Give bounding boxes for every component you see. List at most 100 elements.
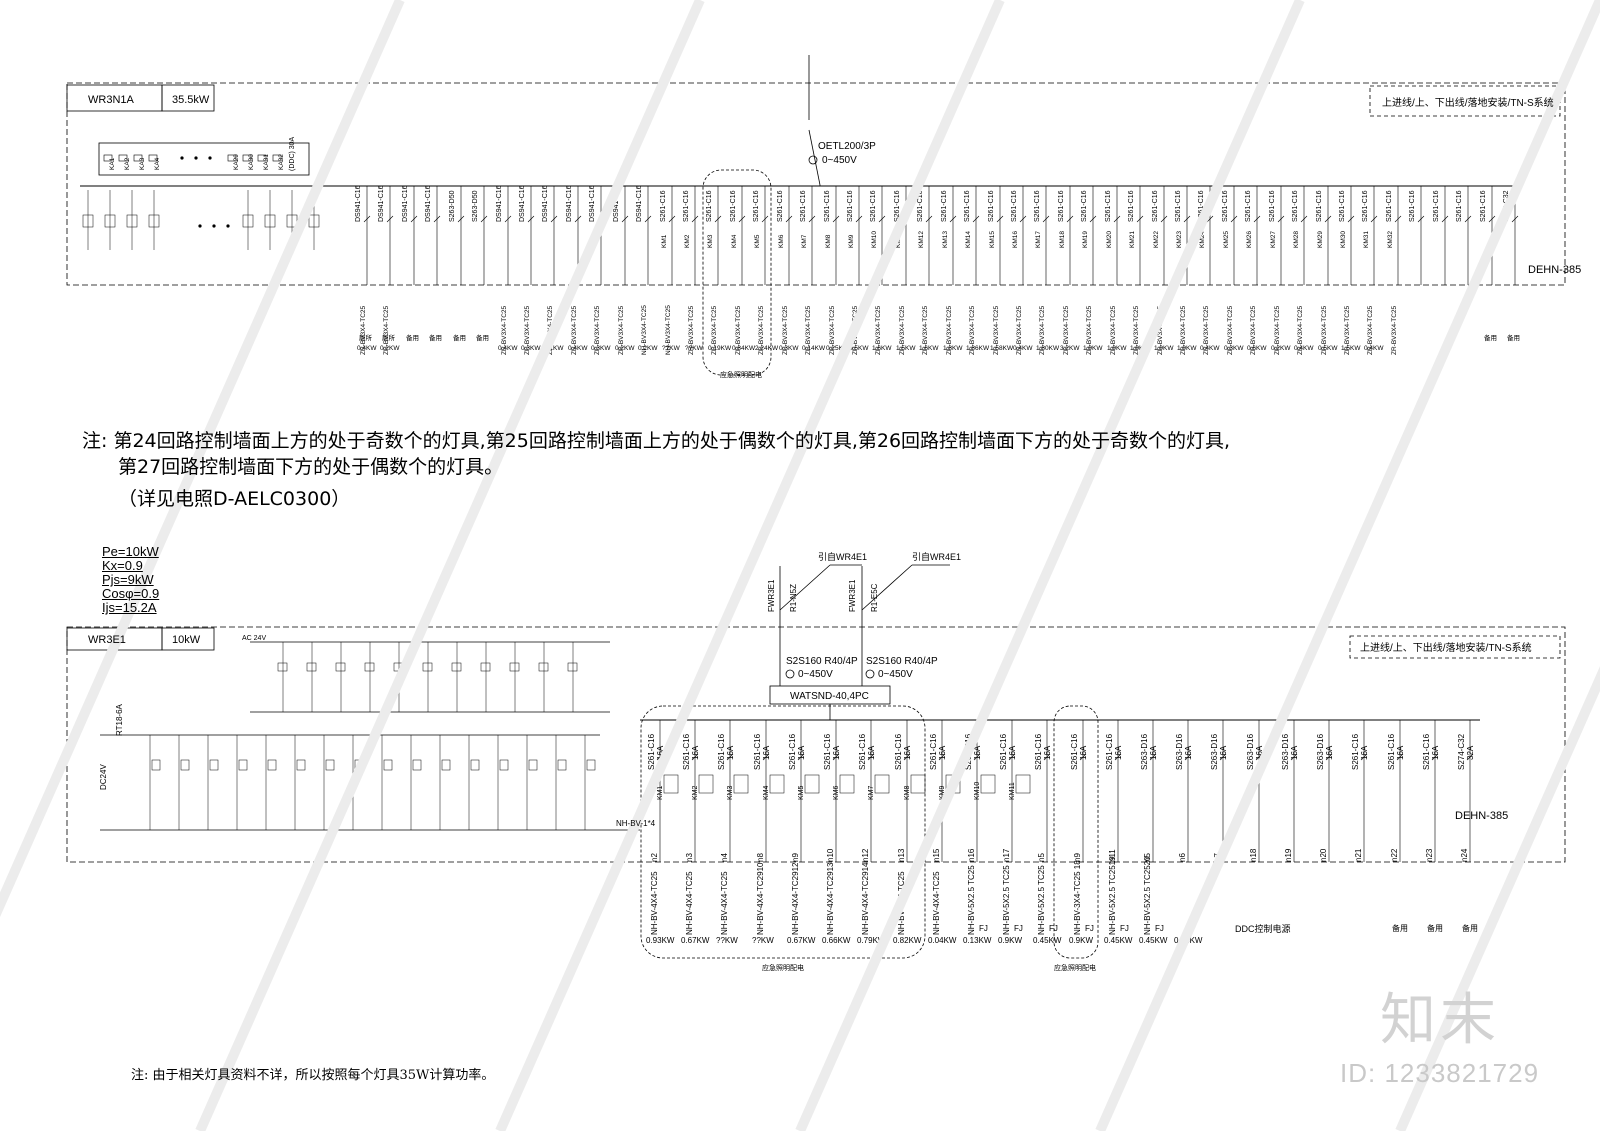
watermark-logo: 知末 xyxy=(1380,988,1500,1053)
panel1-relay-label: KA32 xyxy=(278,154,285,170)
panel2-dc-label: DC24V xyxy=(99,764,108,790)
panel2-cable-label: NH-BV-4X4-TC25 xyxy=(650,871,659,935)
calc-kx: Kx=0.9 xyxy=(102,558,143,573)
panel1-cable-label: ZR-BV3X4-TC25 xyxy=(360,305,367,355)
panel2-source-b: FWR3E1 xyxy=(848,579,857,612)
panel1-km-label: KM30 xyxy=(1340,231,1347,248)
panel1-km-label: KM12 xyxy=(918,231,925,248)
panel2-feed-cable-a: R1-N5Z xyxy=(789,584,798,612)
panel2-control-contact-icon xyxy=(296,759,306,771)
panel1-cable-label: ZR-BV3X4-TC25 xyxy=(1039,305,1046,355)
panel1-breaker-label: S261-C16 xyxy=(1456,190,1463,222)
panel2-cable-label: NH-BV-5X2.5 TC2520 xyxy=(1143,856,1152,935)
panel1-load-label: 0.2KW xyxy=(638,345,658,352)
panel1-breaker-mark xyxy=(738,215,746,223)
panel1-relay-label: KA4 xyxy=(154,157,161,170)
panel1-load-label: 1.9KW xyxy=(1107,345,1127,352)
panel1-breaker-mark xyxy=(972,215,980,223)
panel2-rating-label: 16A xyxy=(1079,745,1088,760)
panel2-circuit-label: n4 xyxy=(720,853,729,862)
panel1-cable-label: ZR-BV3X4-TC25 xyxy=(805,305,812,355)
panel1-cable-label: ZR-BV3X4-TC25 xyxy=(688,305,695,355)
panel2-breaker-mark xyxy=(1008,753,1016,761)
panel1-breaker-label: S261-C16 xyxy=(1034,190,1041,222)
panel2-control-contact-icon xyxy=(151,759,161,771)
panel1-breaker-label: DS941-C16 xyxy=(519,185,526,222)
panel2-source-a: FWR3E1 xyxy=(767,579,776,612)
panel1-km-label: KM26 xyxy=(1246,231,1253,248)
panel1-relay-coil-icon xyxy=(272,154,282,162)
panel1-cable-label: ZR-BV3X4-TC25 xyxy=(711,305,718,355)
panel2-breaker-mark xyxy=(1219,753,1227,761)
panel1-relay-label: KA31 xyxy=(263,154,270,170)
panel2-voltmeter-a-icon xyxy=(785,669,795,679)
panel2-load-name: 备用 xyxy=(1462,923,1478,933)
panel1-breaker-mark xyxy=(668,215,676,223)
panel2-breaker-label: S261-C16 xyxy=(1351,733,1360,770)
panel1-load-label: 0.1KW xyxy=(544,345,564,352)
watermark-stripe xyxy=(495,0,1005,1131)
panel2-breaker-label: S261-C16 xyxy=(823,733,832,770)
panel1-breaker-mark xyxy=(761,215,769,223)
panel1-load-name: 厕所 xyxy=(359,333,373,342)
panel1-breaker-label: S261-C16 xyxy=(1409,190,1416,222)
panel2-circuit-label: n22 xyxy=(1390,848,1399,862)
panel1-relay-label: KA29 xyxy=(233,154,240,170)
panel2-breaker-mark xyxy=(1079,753,1087,761)
panel1-load-label: 1.9KW xyxy=(1130,345,1150,352)
panel1-cable-label: NH-BV3X4-TC25 xyxy=(641,305,648,355)
panel1-breaker-label: S261-C16 xyxy=(1316,190,1323,222)
panel2-fj-label: FJ xyxy=(1155,924,1164,933)
panel2-cable-label: NH-BV-4X4-TC2910 xyxy=(756,862,765,935)
panel2-breaker-mark xyxy=(762,753,770,761)
panel1-breaker-label: S261-C16 xyxy=(1245,190,1252,222)
panel2-wire-label: NH-BV-1*4 xyxy=(616,819,656,828)
panel1-cable-label: ZR-BV3X4-TC25 xyxy=(1180,305,1187,355)
panel1-cable-label: ZR-BV3X4-TC25 xyxy=(1250,305,1257,355)
panel1-km-label: KM1 xyxy=(661,234,668,248)
panel1-load-label: 0.5KW xyxy=(849,345,869,352)
panel1-breaker-label: S261-C16 xyxy=(824,190,831,222)
panel1-breaker-label: DS941-C16 xyxy=(425,185,432,222)
panel1-load-label: 2.24KW xyxy=(755,345,779,352)
panel1-cable-label: ZR-BV3X4-TC25 xyxy=(735,305,742,355)
panel2-km-label: KM8 xyxy=(904,786,911,801)
panel1-ellipsis-dot xyxy=(212,224,216,228)
panel2-control-power: AC 24V xyxy=(242,635,266,642)
panel1-load-label: ??KW xyxy=(662,345,681,352)
panel2-breaker-label: S261-C16 xyxy=(753,733,762,770)
panel2-control-contact-icon xyxy=(557,759,567,771)
panel2-load-label: 0.45KW xyxy=(1104,936,1133,945)
panel1-breaker-mark xyxy=(621,215,629,223)
panel1-load-name: 备用 xyxy=(453,333,466,342)
panel2-rating-label: 32A xyxy=(1466,745,1475,760)
panel2-relay-coil-icon xyxy=(277,662,288,672)
panel1-breaker-mark xyxy=(878,215,886,223)
panel1-km-label: KM23 xyxy=(1176,231,1183,248)
panel1-breaker-label: S261-C16 xyxy=(1128,190,1135,222)
panel2-spd: DEHN-385 xyxy=(1455,810,1508,822)
panel1-load-label: 0.4KW xyxy=(498,345,518,352)
panel2-load-label: 0.93KW xyxy=(646,936,675,945)
panel1-km-label: KM4 xyxy=(731,234,738,248)
panel1-cable-label: ZR-BV3X4-TC25 xyxy=(946,305,953,355)
panel1-control-contact-icon xyxy=(104,214,116,228)
panel2-contactor-icon xyxy=(874,774,890,794)
panel1-cable-label: ZR-BV3X4-TC25 xyxy=(1086,305,1093,355)
panel1-cable-label: ZR-BV3X4-TC25 xyxy=(1391,305,1398,355)
panel1-relay-label: KA30 xyxy=(248,154,255,170)
panel1-breaker-mark xyxy=(925,215,933,223)
panel2-rating-label: 16A xyxy=(938,745,947,760)
panel1-breaker-mark xyxy=(550,215,558,223)
panel1-load-label: 0.4KW xyxy=(1364,345,1384,352)
panel2-system-box xyxy=(1349,635,1561,659)
calc-pjs: Pjs=9kW xyxy=(102,572,154,587)
panel2-load-label: 0.13KW xyxy=(963,936,992,945)
panel1-breaker-mark xyxy=(691,215,699,223)
panel2-control-contact-icon xyxy=(383,759,393,771)
panel2-load-label: 0.45KW xyxy=(1033,936,1062,945)
panel1-breaker-label: DS941-C16 xyxy=(402,185,409,222)
panel1-cable-label: ZR-BV3X4-TC25 xyxy=(501,305,508,355)
panel1-relay-label: KA3 xyxy=(139,157,146,170)
panel1-breaker-label: DS941-C16 xyxy=(355,185,362,222)
